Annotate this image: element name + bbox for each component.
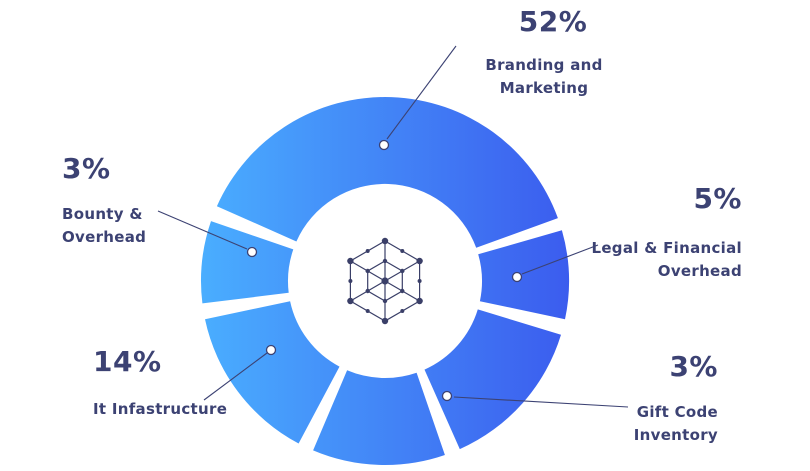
leader-line-legal — [521, 244, 599, 275]
label-gift: Gift Code Inventory — [633, 403, 718, 444]
leader-lines — [157, 45, 629, 408]
donut-segment-branding — [216, 97, 558, 248]
label-legal: Legal & Financial Overhead — [591, 239, 742, 280]
callout-bounty: 3% Bounty & Overhead — [62, 153, 146, 249]
callout-legal: 5% Legal & Financial Overhead — [591, 183, 742, 283]
pct-gift: 3% — [669, 350, 718, 383]
donut-segment-gift — [424, 309, 561, 450]
donut-segment-bottom-unlabeled — [313, 370, 445, 466]
label-branding: Branding and Marketing — [485, 56, 603, 97]
pct-bounty: 3% — [62, 152, 111, 185]
leader-line-it — [203, 352, 268, 401]
marker-bounty — [246, 246, 258, 258]
marker-gift — [441, 390, 453, 402]
callout-it: 14% It Infastructure — [93, 346, 227, 421]
donut-segment-bounty — [201, 221, 294, 304]
leader-line-bounty — [157, 210, 248, 250]
marker-legal — [511, 271, 523, 283]
donut-segment-legal — [478, 230, 570, 320]
callout-gift: 3% Gift Code Inventory — [634, 351, 718, 447]
donut-segments — [201, 97, 570, 466]
marker-it — [265, 344, 277, 356]
marker-branding — [378, 139, 390, 151]
pct-it: 14% — [93, 345, 162, 378]
leader-markers — [246, 139, 523, 402]
callout-branding: 52% Branding and Marketing — [455, 6, 633, 100]
leader-line-gift — [453, 396, 629, 408]
pct-legal: 5% — [693, 182, 742, 215]
donut-segment-it — [205, 301, 340, 444]
pct-branding: 52% — [518, 5, 588, 38]
label-it: It Infastructure — [93, 400, 228, 418]
leader-line-branding — [386, 45, 457, 140]
label-bounty: Bounty & Overhead — [62, 205, 147, 246]
network-logo-icon — [347, 237, 423, 325]
